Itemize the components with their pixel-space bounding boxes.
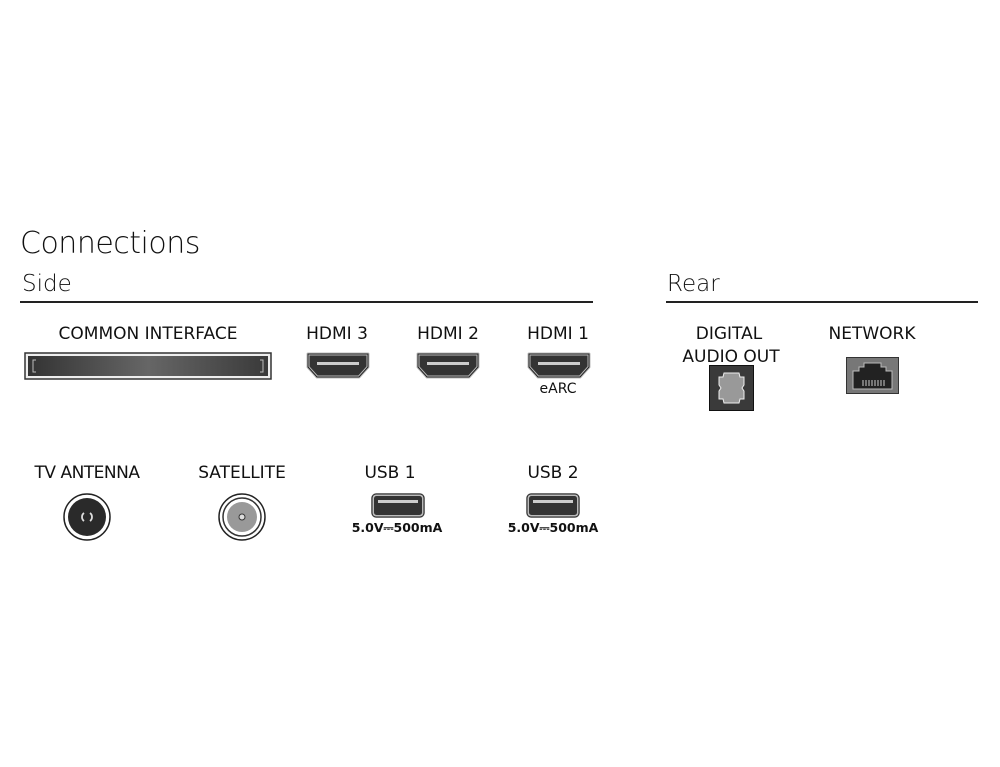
usb2-label: USB 2 bbox=[527, 463, 579, 483]
side-divider bbox=[20, 301, 593, 303]
earc-label: eARC bbox=[539, 381, 577, 397]
satellite-label: SATELLITE bbox=[198, 463, 286, 483]
common-interface-label: COMMON INTERFACE bbox=[58, 324, 238, 344]
hdmi3-label: HDMI 3 bbox=[306, 324, 368, 344]
antenna-port-icon bbox=[62, 492, 112, 542]
side-heading: Side bbox=[22, 271, 72, 297]
usb1-label: USB 1 bbox=[364, 463, 416, 483]
rear-divider bbox=[666, 301, 978, 303]
ethernet-port-icon bbox=[846, 357, 899, 394]
satellite-port-icon bbox=[217, 492, 267, 542]
tv-antenna-label: TV ANTENNA bbox=[34, 463, 140, 483]
hdmi1-port-icon bbox=[526, 351, 592, 379]
usb2-power-spec: 5.0V⎓500mA bbox=[507, 520, 599, 535]
hdmi2-label: HDMI 2 bbox=[417, 324, 479, 344]
network-label: NETWORK bbox=[828, 324, 916, 344]
digital-audio-out-label-line1: DIGITAL bbox=[695, 324, 763, 344]
hdmi2-port-icon bbox=[415, 351, 481, 379]
usb1-power-spec: 5.0V⎓500mA bbox=[351, 520, 443, 535]
page-title: Connections bbox=[20, 226, 200, 261]
hdmi1-label: HDMI 1 bbox=[527, 324, 589, 344]
ci-slot-icon bbox=[24, 352, 272, 380]
hdmi3-port-icon bbox=[305, 351, 371, 379]
optical-port-icon bbox=[709, 365, 754, 411]
usb2-port-icon bbox=[526, 493, 580, 518]
digital-audio-out-label-line2: AUDIO OUT bbox=[682, 347, 780, 367]
usb1-port-icon bbox=[371, 493, 425, 518]
rear-heading: Rear bbox=[667, 271, 720, 297]
